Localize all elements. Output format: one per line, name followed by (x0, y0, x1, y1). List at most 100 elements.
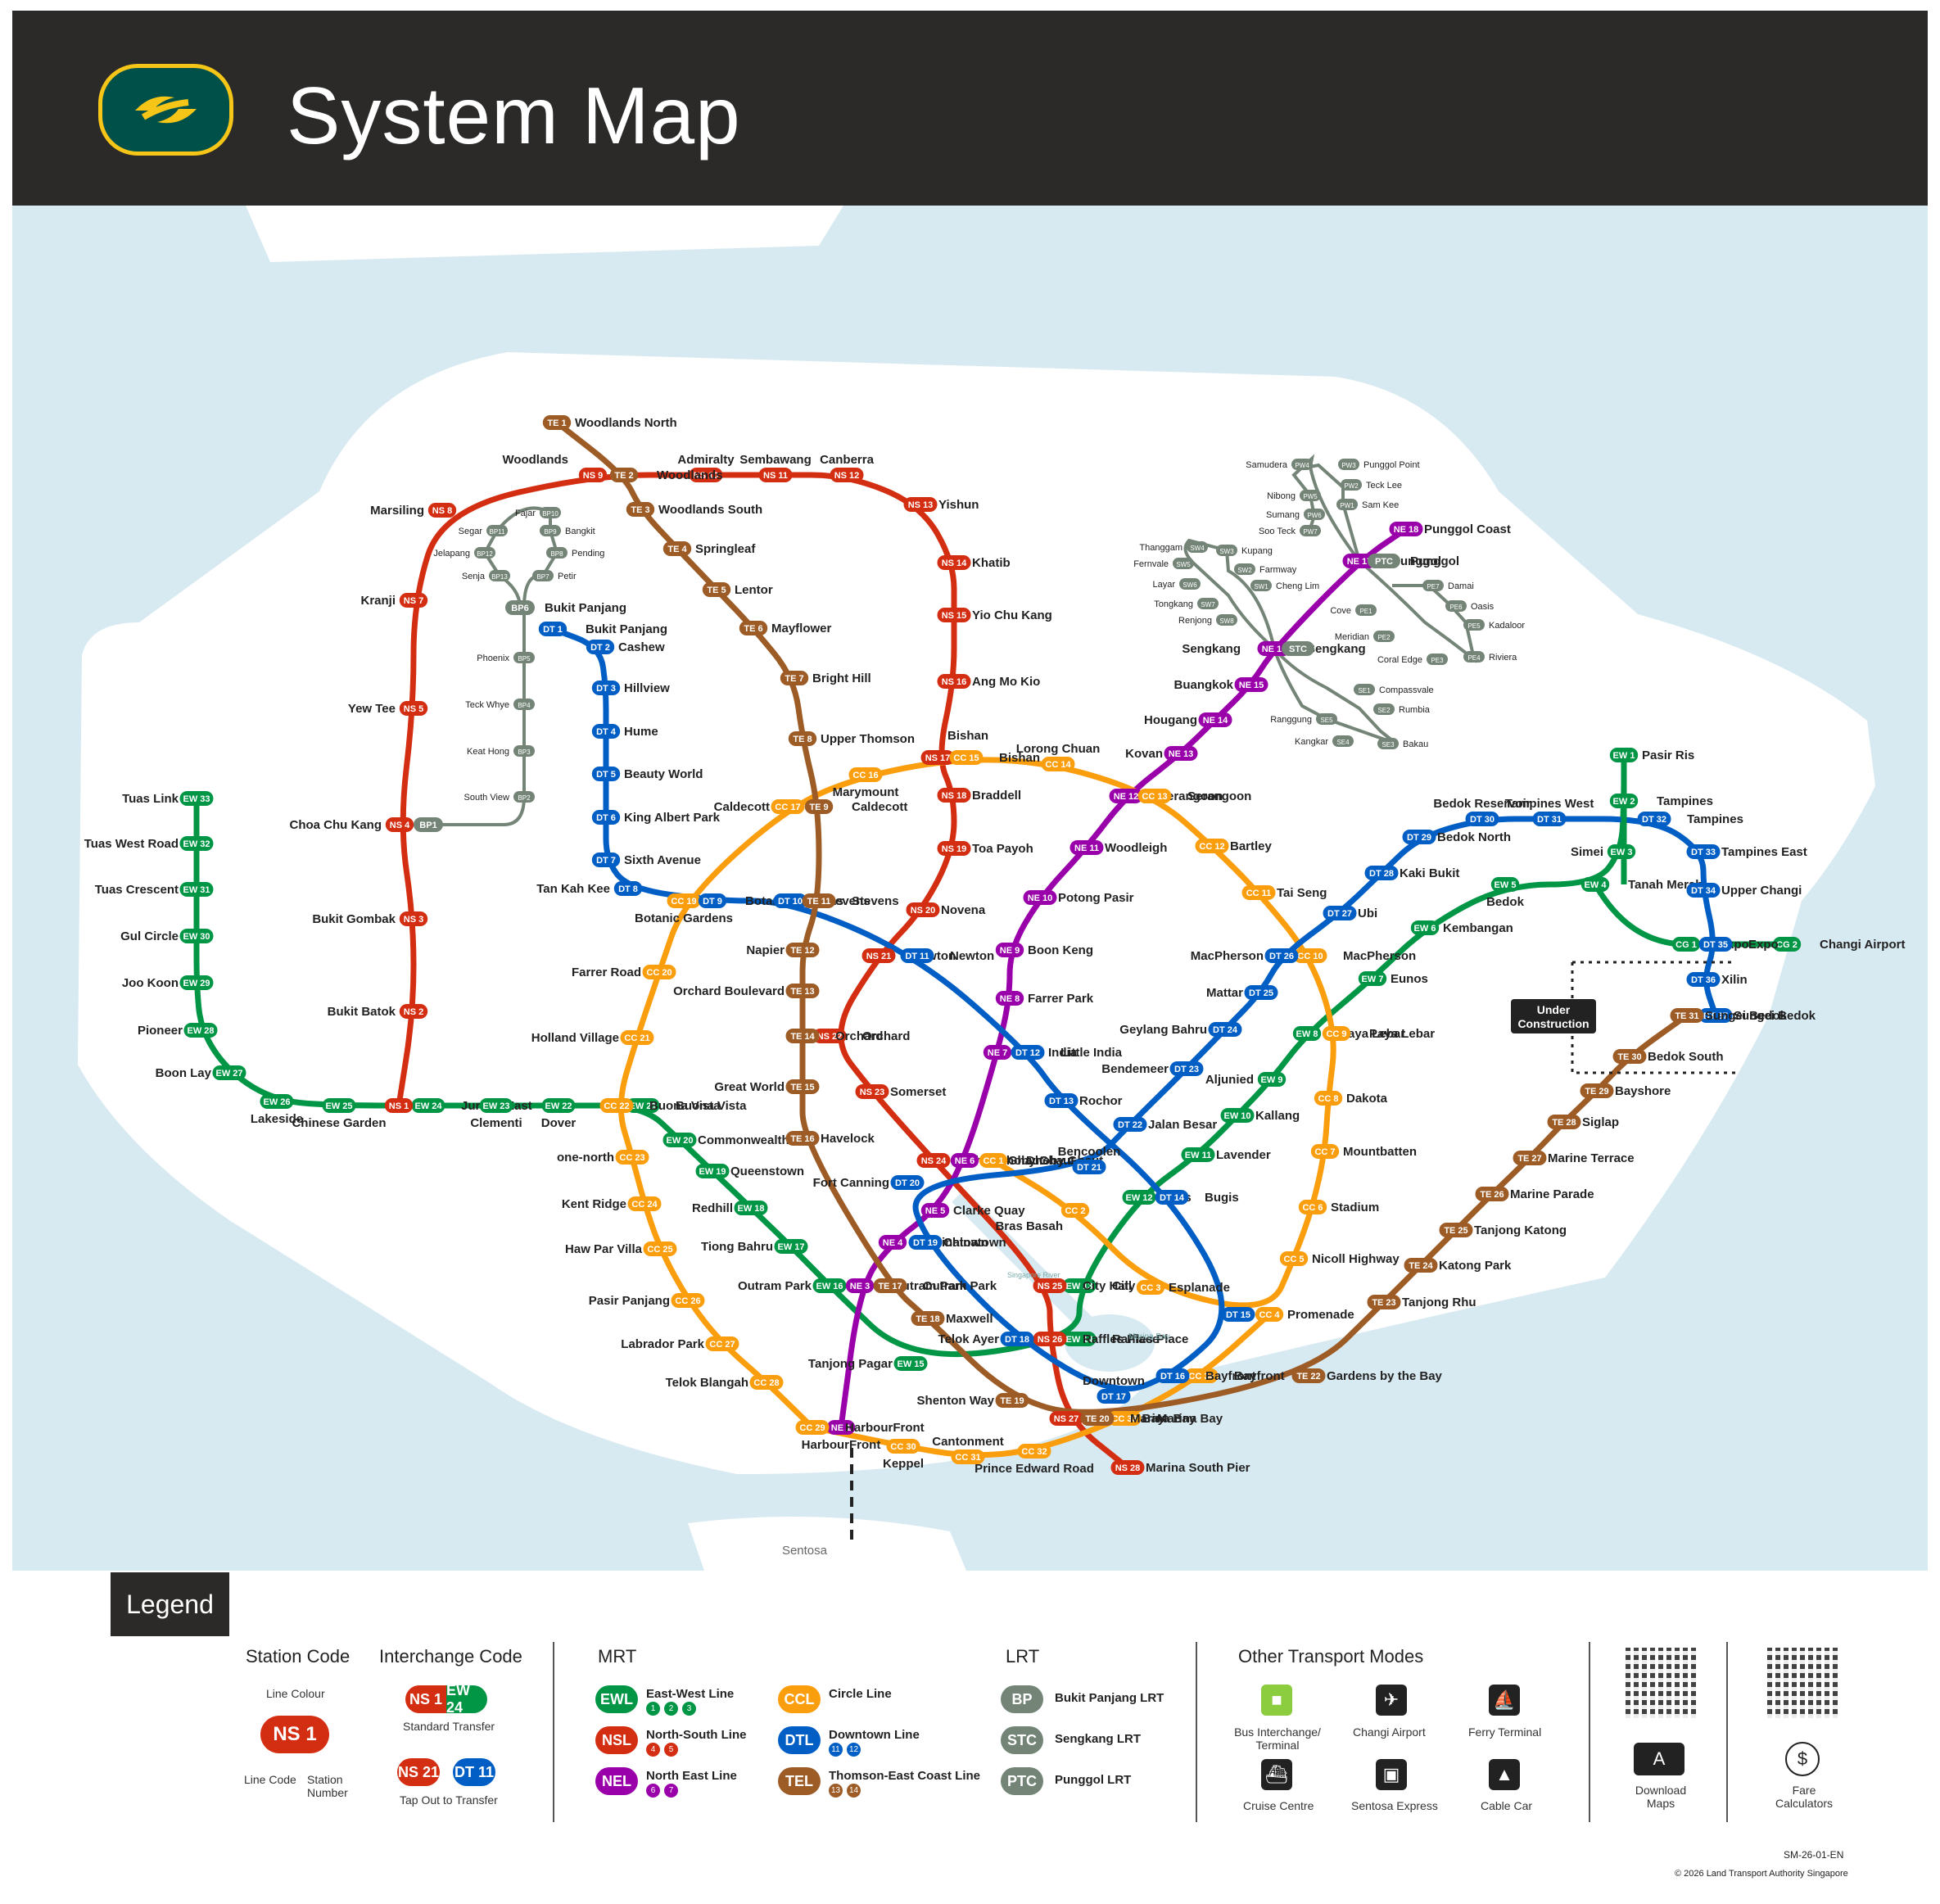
station-badge[interactable] (578, 468, 608, 482)
station-badge[interactable] (671, 1293, 705, 1308)
station-badge[interactable] (1358, 971, 1387, 986)
station-badge[interactable] (1184, 1368, 1219, 1383)
station-badge[interactable] (1607, 844, 1636, 859)
lrt-station-badge[interactable] (1173, 558, 1194, 569)
station-badge[interactable] (1155, 1190, 1189, 1205)
lrt-station-badge[interactable] (486, 525, 508, 536)
station-badge[interactable] (179, 791, 214, 806)
station-badge[interactable] (1322, 1026, 1351, 1041)
station-badge[interactable] (1257, 1072, 1287, 1087)
station-badge[interactable] (591, 724, 621, 739)
station-badge[interactable] (1298, 1200, 1327, 1214)
station-badge[interactable] (788, 731, 817, 746)
station-badge[interactable] (541, 1098, 576, 1113)
station-badge[interactable] (739, 621, 768, 635)
lrt-station-badge[interactable] (1427, 654, 1448, 665)
station-badge[interactable] (1107, 1411, 1142, 1426)
station-badge[interactable] (591, 853, 621, 867)
station-badge[interactable] (916, 1153, 951, 1168)
lrt-station-badge[interactable] (1197, 598, 1219, 609)
station-badge[interactable] (1000, 1332, 1034, 1346)
station-badge[interactable] (812, 1278, 847, 1293)
lrt-station-badge[interactable] (513, 652, 535, 663)
station-badge[interactable] (1513, 1151, 1547, 1165)
lrt-station-badge[interactable] (1373, 703, 1395, 715)
station-badge[interactable] (785, 1131, 820, 1146)
station-badge[interactable] (212, 1065, 246, 1080)
station-badge[interactable] (802, 893, 836, 908)
station-badge[interactable] (1292, 1026, 1322, 1041)
station-badge[interactable] (615, 1150, 649, 1165)
lrt-station-badge[interactable] (1250, 580, 1272, 591)
station-badge[interactable] (855, 1084, 889, 1099)
station-badge[interactable] (1264, 948, 1299, 963)
station-badge[interactable] (1234, 677, 1268, 692)
station-badge[interactable] (1547, 1115, 1581, 1129)
station-badge[interactable] (1110, 1460, 1145, 1475)
lrt-station-badge[interactable] (1300, 525, 1321, 536)
lrt-station-badge[interactable] (1304, 509, 1325, 520)
station-badge[interactable] (1612, 1049, 1647, 1064)
lrt-station-badge[interactable] (513, 791, 535, 803)
station-badge[interactable] (903, 497, 938, 512)
lrt-station-badge[interactable] (1338, 459, 1359, 470)
station-badge[interactable] (643, 1241, 677, 1256)
station-badge[interactable] (1164, 746, 1198, 761)
station-badge[interactable] (949, 750, 984, 765)
lrt-station-badge[interactable] (1300, 490, 1321, 501)
station-badge[interactable] (1062, 1278, 1097, 1293)
qr-code-download[interactable] (1626, 1648, 1696, 1718)
station-badge[interactable] (1279, 1251, 1309, 1266)
station-badge[interactable] (667, 893, 701, 908)
station-badge[interactable] (1136, 1280, 1165, 1295)
station-badge[interactable] (1109, 789, 1143, 803)
station-badge[interactable] (758, 468, 793, 482)
station-badge[interactable] (1310, 1144, 1340, 1159)
station-badge[interactable] (1609, 794, 1639, 808)
station-badge[interactable] (399, 1004, 428, 1019)
station-badge[interactable] (1364, 866, 1399, 880)
station-badge[interactable] (906, 902, 940, 917)
station-badge[interactable] (599, 1098, 634, 1113)
station-badge[interactable] (749, 1375, 784, 1390)
station-badge[interactable] (1402, 830, 1436, 844)
station-badge[interactable] (1410, 920, 1440, 935)
station-badge[interactable] (626, 502, 655, 517)
station-badge[interactable] (950, 1153, 979, 1168)
lrt-interchange-badge[interactable] (1368, 554, 1400, 568)
station-badge[interactable] (1241, 885, 1276, 900)
download-maps-label[interactable]: Download Maps (1635, 1784, 1687, 1810)
station-badge[interactable] (900, 948, 934, 963)
lrt-station-badge[interactable] (1179, 578, 1201, 590)
lrt-station-badge[interactable] (1422, 580, 1444, 591)
station-badge[interactable] (1122, 1190, 1156, 1205)
lrt-station-badge[interactable] (1377, 738, 1399, 749)
station-badge[interactable] (1049, 1411, 1083, 1426)
station-badge[interactable] (1033, 1278, 1067, 1293)
station-badge[interactable] (995, 1393, 1029, 1408)
lrt-station-badge[interactable] (1216, 614, 1237, 626)
lrt-station-badge[interactable] (1445, 600, 1467, 612)
station-badge[interactable] (734, 1201, 768, 1215)
station-badge[interactable] (1113, 1117, 1147, 1132)
lrt-station-badge[interactable] (1355, 604, 1377, 616)
station-badge[interactable] (771, 799, 805, 814)
station-badge[interactable] (1221, 1307, 1255, 1322)
station-badge[interactable] (399, 701, 428, 716)
station-badge[interactable] (908, 1235, 943, 1250)
station-badge[interactable] (1198, 712, 1232, 727)
station-badge[interactable] (586, 640, 615, 654)
station-badge[interactable] (1698, 1008, 1733, 1023)
station-badge[interactable] (785, 1029, 820, 1043)
station-badge[interactable] (861, 948, 896, 963)
station-badge[interactable] (1072, 1160, 1106, 1174)
station-badge[interactable] (830, 468, 864, 482)
station-badge[interactable] (479, 1098, 513, 1113)
station-badge[interactable] (911, 1311, 945, 1326)
station-badge[interactable] (1342, 554, 1377, 568)
station-badge[interactable] (773, 893, 807, 908)
station-badge[interactable] (609, 468, 639, 482)
lrt-station-badge[interactable] (1354, 684, 1375, 695)
station-badge[interactable] (1097, 1389, 1131, 1404)
station-badge[interactable] (1169, 1061, 1204, 1076)
